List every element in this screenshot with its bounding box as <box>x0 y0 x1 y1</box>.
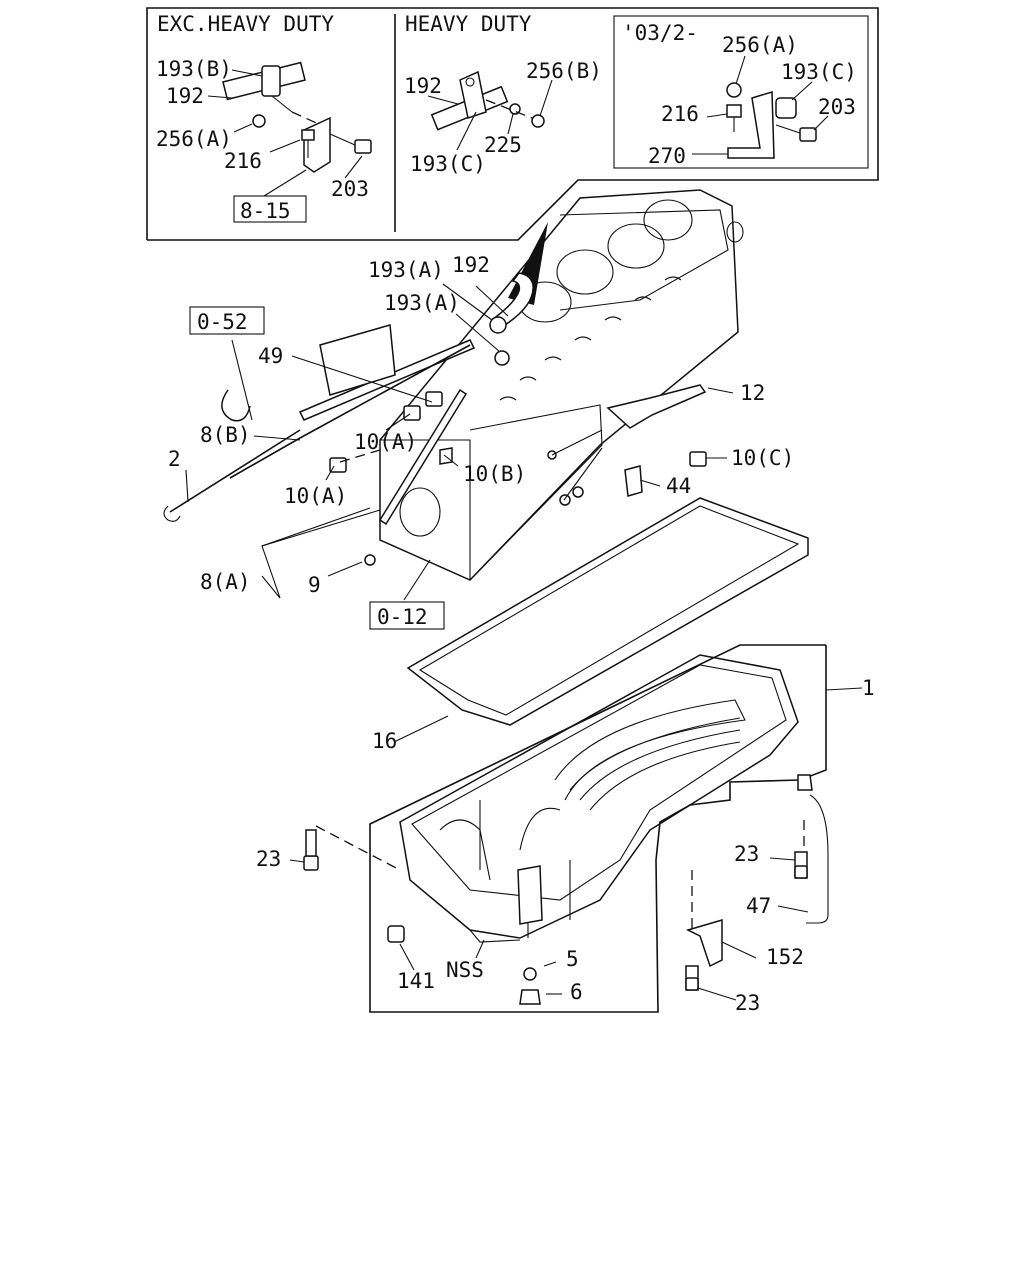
oil-pan-fasteners <box>289 774 829 1005</box>
label-193c-var: 193(C) <box>781 60 857 84</box>
inset-leaders <box>207 55 829 197</box>
text-labels: EXC.HEAVY DUTY HEAVY DUTY '03/2- 8-15 0-… <box>156 12 875 1015</box>
gasket <box>393 497 809 743</box>
label-192-main: 192 <box>452 253 490 277</box>
label-12: 12 <box>740 381 765 405</box>
label-141: 141 <box>397 969 435 993</box>
label-8a: 8(A) <box>200 570 251 594</box>
dipstick-assembly <box>163 272 707 566</box>
label-216-var: 216 <box>661 102 699 126</box>
label-47: 47 <box>746 894 771 918</box>
label-256a-exc: 256(A) <box>156 127 232 151</box>
main-leaders <box>185 283 734 601</box>
label-256a-var: 256(A) <box>722 33 798 57</box>
heavy-duty-assembly <box>430 70 545 131</box>
label-23-right: 23 <box>734 842 759 866</box>
label-2: 2 <box>168 447 181 471</box>
label-6: 6 <box>570 980 583 1004</box>
label-10a-lower: 10(A) <box>284 484 347 508</box>
ref-box-0-12 <box>369 601 445 630</box>
label-225: 225 <box>484 133 522 157</box>
inset-title-exc-heavy-duty: EXC.HEAVY DUTY <box>157 12 334 36</box>
label-1: 1 <box>862 676 875 700</box>
ref-box-0-52 <box>189 306 265 335</box>
label-152: 152 <box>766 945 804 969</box>
label-270: 270 <box>648 144 686 168</box>
label-5: 5 <box>566 947 579 971</box>
label-49: 49 <box>258 344 283 368</box>
label-216-exc: 216 <box>224 149 262 173</box>
label-10a-upper: 10(A) <box>354 430 417 454</box>
label-8b: 8(B) <box>200 423 251 447</box>
inset-title-date-variant: '03/2- <box>622 21 698 45</box>
label-193c-hd: 193(C) <box>410 152 486 176</box>
ref-0-12: 0-12 <box>377 605 428 629</box>
label-192-exc: 192 <box>166 84 204 108</box>
label-203-var: 203 <box>818 95 856 119</box>
date-variant-assembly <box>726 82 817 159</box>
label-23-left: 23 <box>256 847 281 871</box>
exc-heavy-duty-assembly <box>222 61 372 173</box>
label-23-bottom: 23 <box>735 991 760 1015</box>
label-193a-top: 193(A) <box>368 258 444 282</box>
label-9: 9 <box>308 573 321 597</box>
label-10c: 10(C) <box>731 446 794 470</box>
oil-pan <box>369 644 863 1013</box>
label-10b: 10(B) <box>463 462 526 486</box>
inset-panel <box>146 7 879 241</box>
label-nss: NSS <box>446 958 484 982</box>
label-203-exc: 203 <box>331 177 369 201</box>
ref-8-15: 8-15 <box>240 199 291 223</box>
inset-title-heavy-duty: HEAVY DUTY <box>405 12 532 36</box>
ref-box-8-15 <box>233 195 307 223</box>
label-193a-mid: 193(A) <box>384 291 460 315</box>
label-192-hd: 192 <box>404 74 442 98</box>
label-16: 16 <box>372 729 397 753</box>
label-256b: 256(B) <box>526 59 602 83</box>
label-44: 44 <box>666 474 691 498</box>
ref-0-52: 0-52 <box>197 310 248 334</box>
label-193b: 193(B) <box>156 57 232 81</box>
